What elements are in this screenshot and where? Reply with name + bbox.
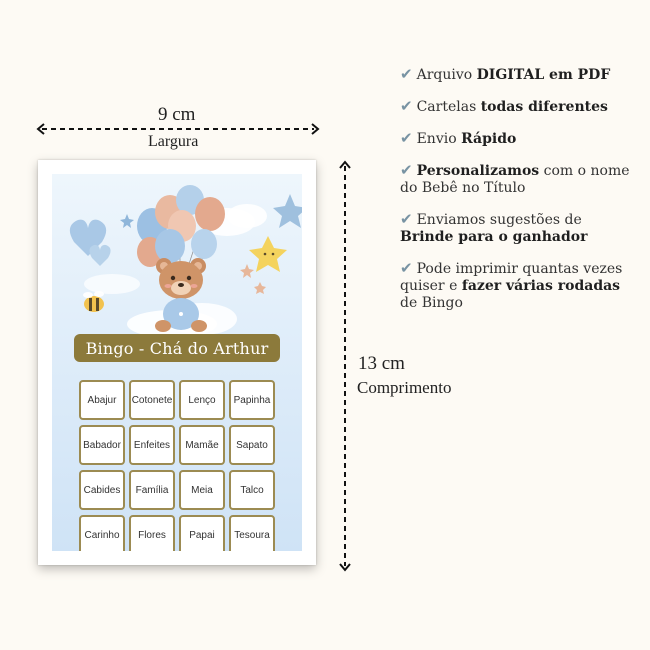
width-arrow bbox=[36, 123, 320, 135]
check-icon: ✔ bbox=[400, 97, 413, 115]
feature-text: Cartelas bbox=[416, 99, 481, 115]
feature-text: de Bingo bbox=[400, 295, 463, 311]
feature-text-bold: Personalizamos bbox=[416, 163, 540, 179]
bingo-cell: Papinha bbox=[229, 380, 275, 420]
feature-text: Pode imprimir quantas vezes quiser e bbox=[400, 261, 623, 294]
bingo-grid: Abajur Cotonete Lenço Papinha Babador En… bbox=[79, 380, 278, 551]
feature-item: ✔Envio Rápido bbox=[400, 130, 636, 148]
feature-item: ✔Enviamos sugestões de Brinde para o gan… bbox=[400, 211, 636, 246]
height-value: 13 cm bbox=[358, 353, 405, 374]
bingo-cell: Lenço bbox=[179, 380, 225, 420]
bingo-cell: Cotonete bbox=[129, 380, 175, 420]
feature-text-bold: Brinde para o ganhador bbox=[400, 229, 588, 245]
bingo-card-inner: Bingo - Chá do Arthur Abajur Cotonete Le… bbox=[52, 174, 302, 551]
bingo-cell: Enfeites bbox=[129, 425, 175, 465]
bingo-cell: Babador bbox=[79, 425, 125, 465]
feature-text: Enviamos sugestões de bbox=[416, 212, 582, 228]
bingo-cell: Abajur bbox=[79, 380, 125, 420]
check-icon: ✔ bbox=[400, 210, 413, 228]
feature-list: ✔Arquivo DIGITAL em PDF ✔Cartelas todas … bbox=[400, 66, 636, 326]
bingo-cell: Papai bbox=[179, 515, 225, 551]
bingo-cell: Mamãe bbox=[179, 425, 225, 465]
bingo-cell: Cabides bbox=[79, 470, 125, 510]
feature-text: Envio bbox=[416, 131, 462, 147]
feature-item: ✔Personalizamos com o nome do Bebê no Tí… bbox=[400, 162, 636, 197]
bingo-cell: Carinho bbox=[79, 515, 125, 551]
width-label: Largura bbox=[148, 133, 199, 150]
bingo-cell: Sapato bbox=[229, 425, 275, 465]
feature-item: ✔Cartelas todas diferentes bbox=[400, 98, 636, 116]
feature-item: ✔Arquivo DIGITAL em PDF bbox=[400, 66, 636, 84]
bingo-cell: Família bbox=[129, 470, 175, 510]
feature-text-bold: fazer várias rodadas bbox=[461, 278, 621, 294]
check-icon: ✔ bbox=[400, 129, 413, 147]
check-icon: ✔ bbox=[400, 259, 413, 277]
height-label: Comprimento bbox=[357, 378, 452, 397]
teddy-bear-balloons-illustration bbox=[69, 185, 302, 338]
bingo-card: Bingo - Chá do Arthur Abajur Cotonete Le… bbox=[38, 160, 316, 565]
bingo-cell: Meia bbox=[179, 470, 225, 510]
feature-text: com o nome do Bebê no Título bbox=[400, 163, 630, 196]
height-arrow bbox=[339, 160, 351, 572]
bingo-cell: Flores bbox=[129, 515, 175, 551]
feature-text: Arquivo bbox=[416, 67, 477, 83]
feature-text-bold: Rápido bbox=[461, 131, 517, 147]
bingo-cell: Tesoura bbox=[229, 515, 275, 551]
bingo-title-banner: Bingo - Chá do Arthur bbox=[74, 334, 280, 362]
feature-item: ✔Pode imprimir quantas vezes quiser e fa… bbox=[400, 260, 636, 312]
check-icon: ✔ bbox=[400, 65, 413, 83]
feature-text-bold: todas diferentes bbox=[480, 99, 608, 115]
feature-text-bold: DIGITAL em PDF bbox=[476, 67, 611, 83]
width-value: 9 cm bbox=[158, 104, 196, 125]
check-icon: ✔ bbox=[400, 161, 413, 179]
bingo-cell: Talco bbox=[229, 470, 275, 510]
